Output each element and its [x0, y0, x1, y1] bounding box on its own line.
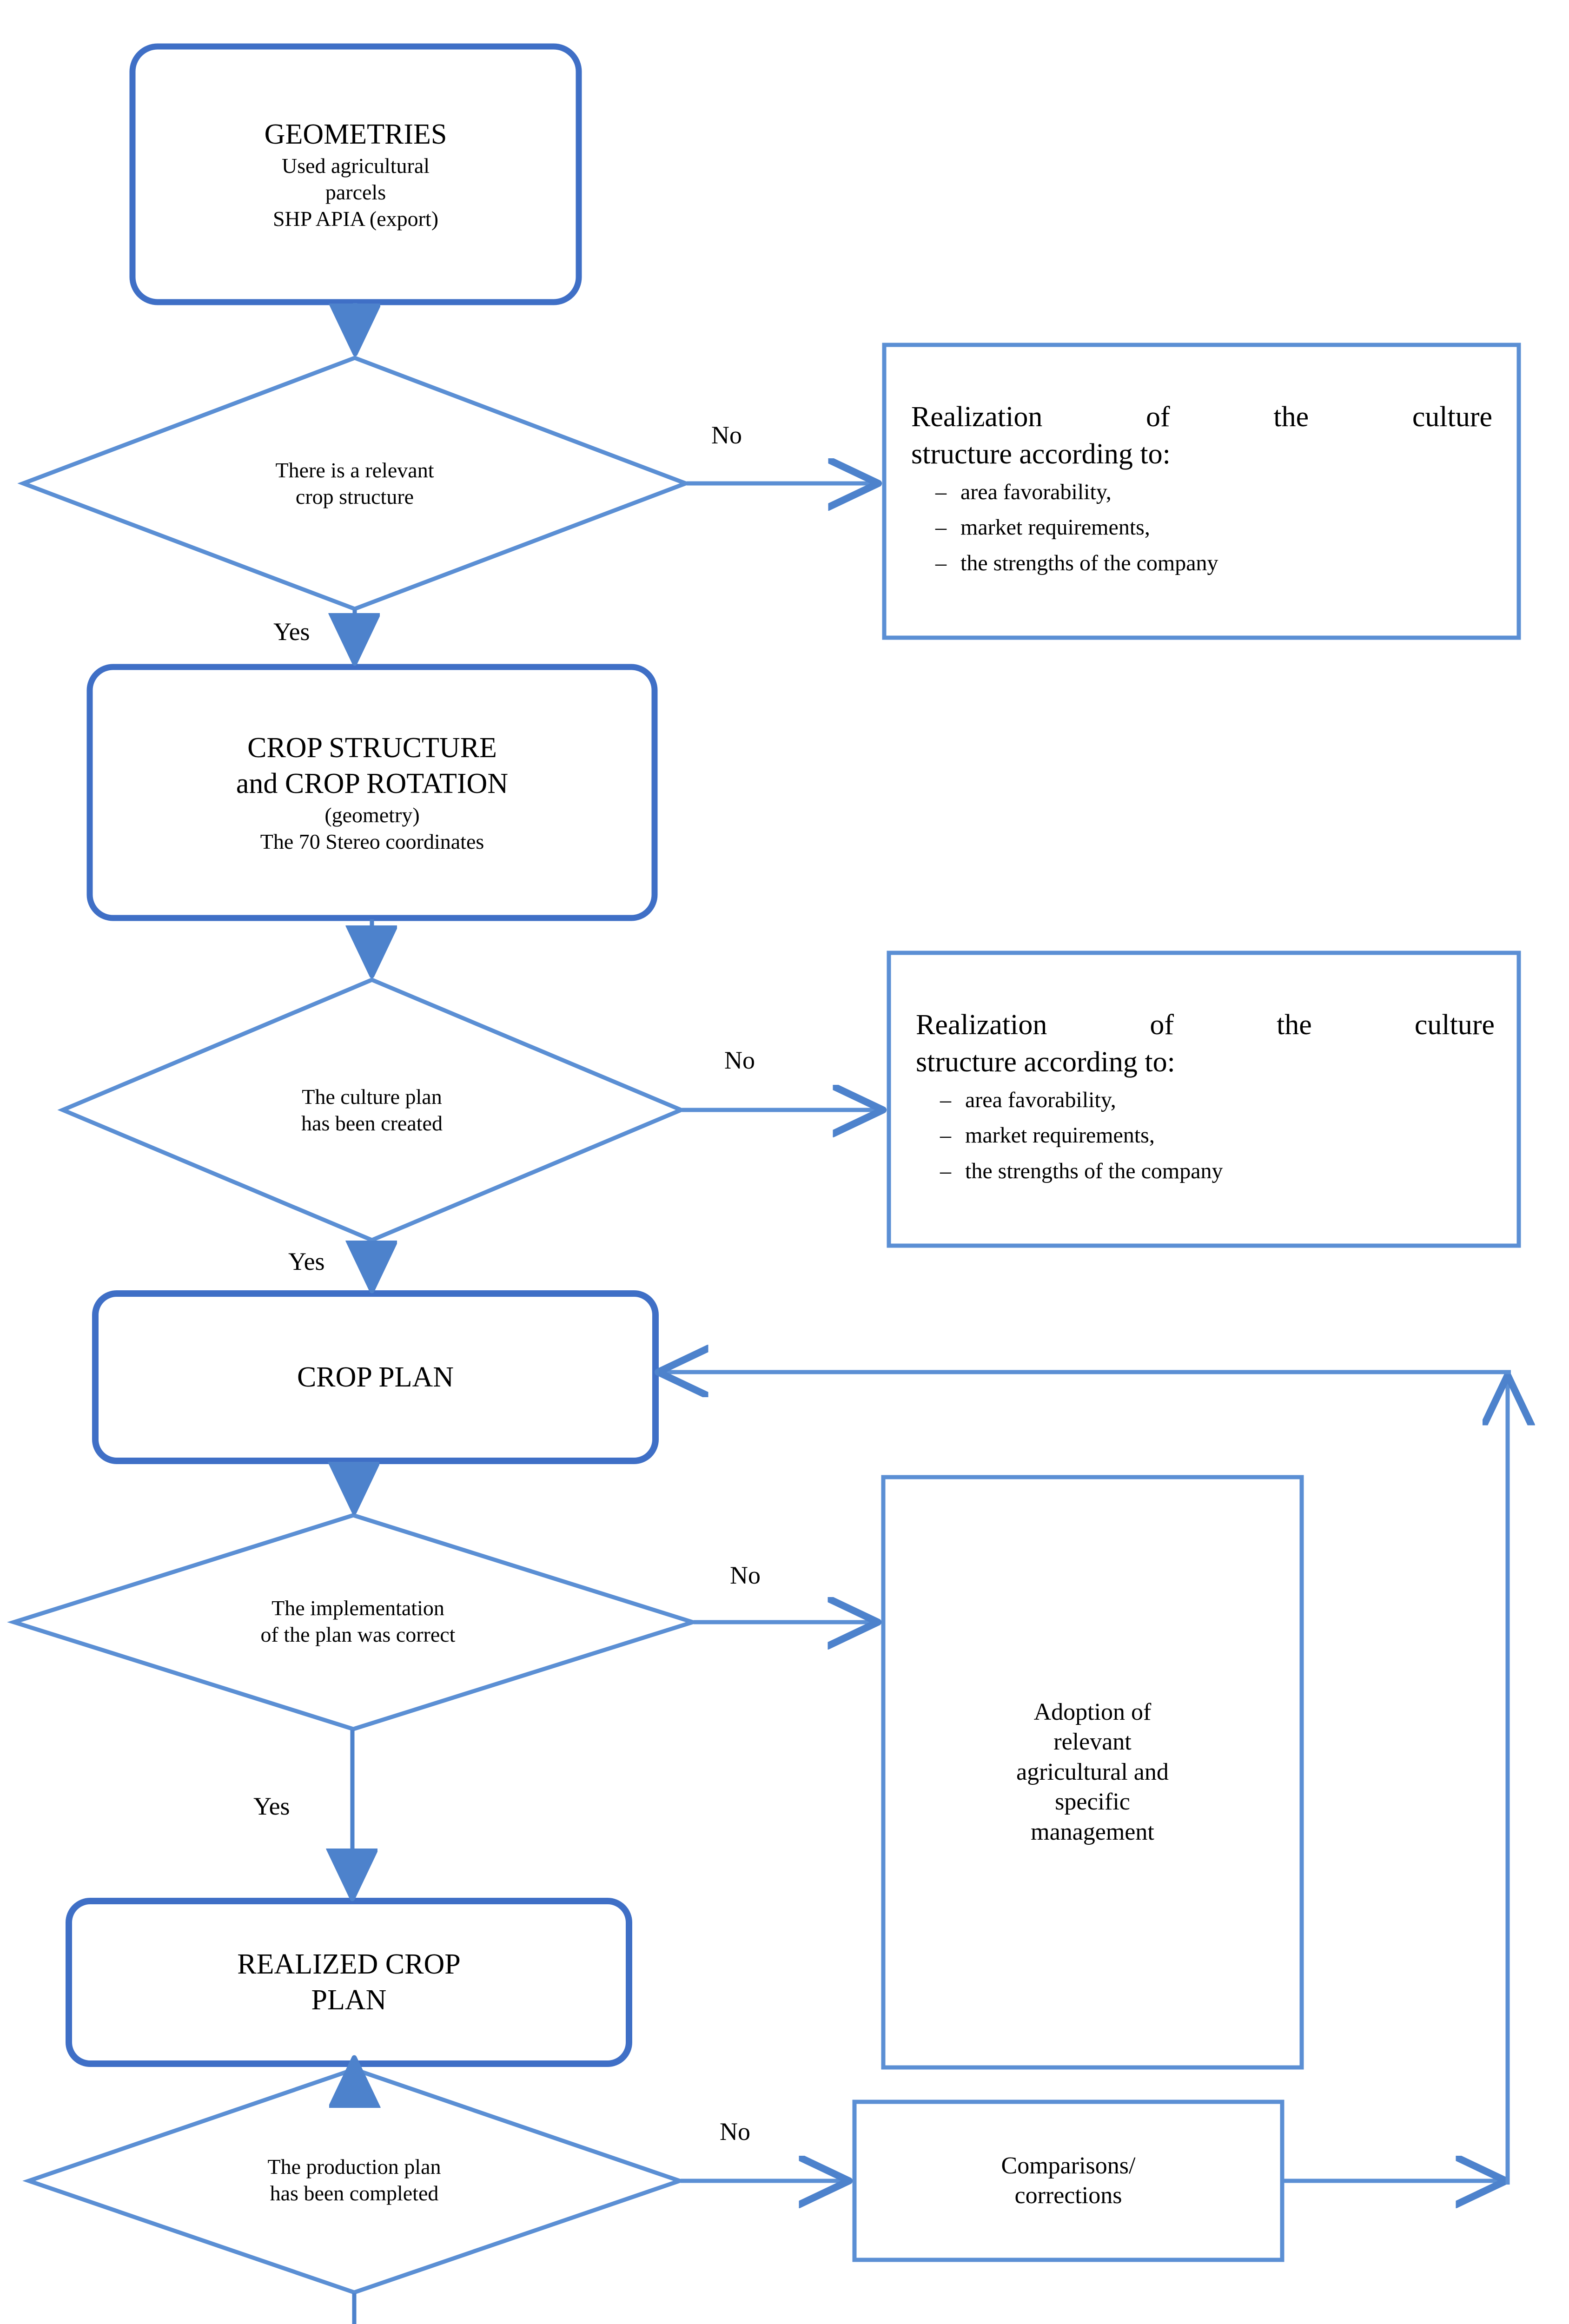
- node-decision-implementation-shape: [7, 1513, 700, 1731]
- list-item: –the strengths of the company: [935, 550, 1218, 575]
- node-decision-culture-plan-shape: [57, 977, 687, 1242]
- realization-2-heading-line-1: Realization of the culture: [916, 1009, 1495, 1041]
- node-decision-crop-structure-shape: [17, 356, 692, 611]
- list-item: –area favorability,: [940, 1088, 1116, 1112]
- node-realization-1-shape: [882, 343, 1521, 640]
- node-comparisons-shape: [852, 2100, 1284, 2262]
- edge-label-no-1: No: [711, 421, 742, 449]
- realization-1-heading-line-1: Realization of the culture: [911, 401, 1492, 433]
- node-realization-1-label: Realization of the culture structure acc…: [911, 353, 1492, 632]
- node-adoption-shape: [881, 1475, 1304, 2070]
- edge-label-yes-1: Yes: [273, 618, 310, 646]
- list-item: –the strengths of the company: [940, 1158, 1223, 1183]
- node-geometries-shape: [129, 43, 582, 305]
- edge-label-no-3: No: [730, 1561, 761, 1589]
- list-item: –market requirements,: [940, 1123, 1155, 1148]
- node-realization-2-shape: [887, 951, 1521, 1248]
- realization-1-bullet-list: –area favorability, –market requirements…: [911, 480, 1492, 587]
- node-crop-plan-shape: [92, 1290, 659, 1464]
- node-realized-crop-plan-shape: [66, 1898, 632, 2067]
- realization-1-heading-line-2: structure according to:: [911, 438, 1171, 470]
- realization-2-bullet-list: –area favorability, –market requirements…: [916, 1088, 1495, 1195]
- realization-2-heading-line-2: structure according to:: [916, 1046, 1175, 1078]
- edge-label-no-4: No: [720, 2118, 750, 2146]
- edge-label-no-2: No: [724, 1046, 755, 1074]
- edge-label-yes-2: Yes: [288, 1248, 325, 1275]
- list-item: –area favorability,: [935, 480, 1112, 504]
- node-crop-structure-rotation-shape: [86, 664, 658, 921]
- list-item: –market requirements,: [935, 515, 1150, 540]
- node-decision-production-plan-shape: [22, 2067, 686, 2295]
- node-realization-2-label: Realization of the culture structure acc…: [916, 961, 1495, 1240]
- edge-label-yes-3: Yes: [253, 1792, 290, 1820]
